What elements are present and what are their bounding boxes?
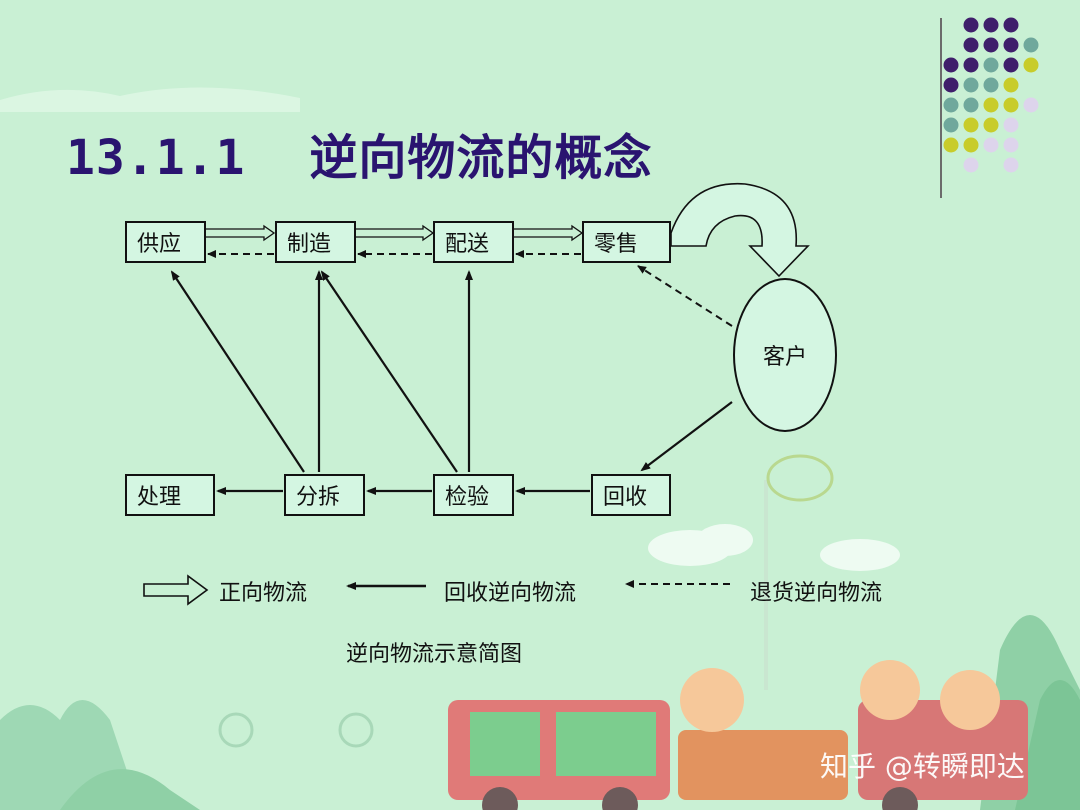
legend-forward-symbol [143,574,209,606]
node-retail: 零售 [582,221,671,263]
node-inspection: 检验 [433,474,514,516]
page-title: 13.1.1 逆向物流的概念 [66,118,652,186]
decor-dot [943,57,959,73]
section-title: 逆向物流的概念 [309,130,653,187]
decor-dot [963,57,979,73]
watermark: 知乎 @转瞬即达 [820,750,1025,783]
decor-dot [1003,157,1019,173]
decor-dot [983,77,999,93]
node-customer: 客户 [733,278,837,432]
decor-dot [1003,117,1019,133]
node-supply: 供应 [125,221,206,263]
forward-arrow-distribution-retail [514,224,584,242]
decor-dot [963,77,979,93]
node-disposal: 处理 [125,474,215,516]
legend-forward-label: 正向物流 [219,581,308,606]
decor-dot [983,17,999,33]
recycle-arrow-customer-recycle [640,401,733,472]
decor-dot [983,97,999,113]
decor-dot [1003,37,1019,53]
diagram-caption: 逆向物流示意简图 [346,642,523,667]
decor-dot [963,37,979,53]
decor-dot [1023,37,1039,53]
decor-dot [943,137,959,153]
legend-recycle-label: 回收逆向物流 [444,581,577,606]
decor-dot [943,117,959,133]
decor-dot [1003,97,1019,113]
forward-arrow-supply-manufacture [206,224,276,242]
decor-dot [943,97,959,113]
decor-dot [963,97,979,113]
decor-dot [963,137,979,153]
decor-dot [983,117,999,133]
legend-return-label: 退货逆向物流 [750,581,883,606]
recycle-arrow-disassembly-supply [170,270,305,473]
node-distribution: 配送 [433,221,514,263]
decor-dot [983,57,999,73]
return-arrow-customer-retail [637,265,733,327]
node-manufacture: 制造 [275,221,356,263]
decor-dot [983,37,999,53]
decor-dot [983,137,999,153]
decor-dot [963,17,979,33]
decor-dot [1003,77,1019,93]
decor-dot [1003,57,1019,73]
forward-arrow-retail-customer [670,182,810,278]
node-recycle: 回收 [591,474,671,516]
decor-dot [1003,137,1019,153]
decor-dot [963,117,979,133]
forward-arrow-manufacture-distribution [356,224,435,242]
title-divider-line [940,18,942,198]
recycle-arrow-inspection-manufacture [320,270,458,473]
node-disassembly: 分拆 [284,474,365,516]
decor-dot [1023,97,1039,113]
decor-dot [1023,57,1039,73]
decor-dot [963,157,979,173]
decor-dot [943,77,959,93]
decor-dot [1003,17,1019,33]
customer-label: 客户 [762,345,807,370]
section-number: 13.1.1 [66,130,246,187]
